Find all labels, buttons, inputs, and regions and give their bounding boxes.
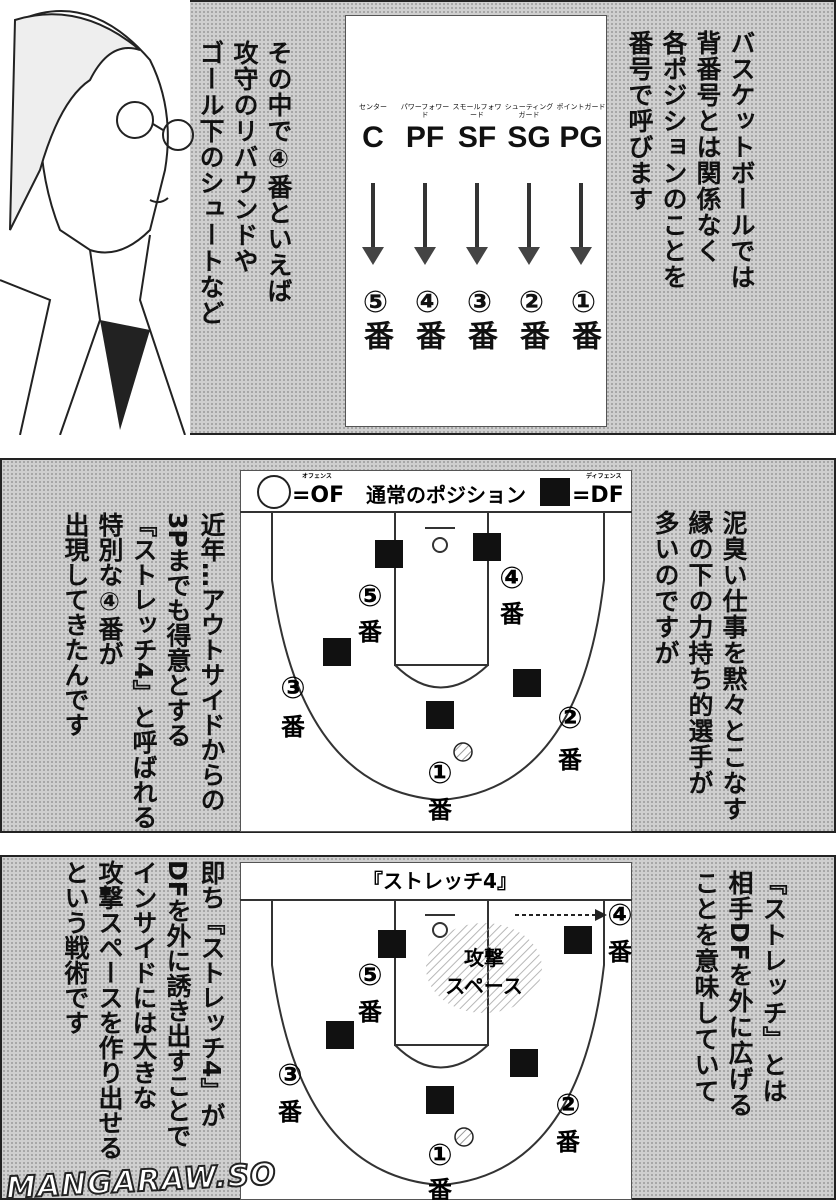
ban-label: 番: [499, 600, 525, 628]
panel-1-left-text: その中で④番といえば 攻守のリバウンドや ゴール下のシュートなど: [196, 40, 293, 326]
arrow-down-icon: [570, 183, 592, 265]
position-center: センター C ⑤番: [358, 103, 393, 350]
of-legend-label: =OF: [292, 483, 344, 508]
ban-label: 番: [555, 1128, 581, 1156]
player-2: ②: [555, 1088, 580, 1123]
defender-marker: [323, 638, 351, 666]
offense-players: ④ 番 ⑤ 番 ③ 番 ② 番 ① 番: [277, 898, 633, 1200]
arrow-down-icon: [518, 183, 540, 265]
attack-space-label: 攻撃: [464, 946, 504, 970]
hoop-icon: [432, 922, 448, 938]
offense-circle-icon: [257, 475, 291, 509]
arrow-down-icon: [414, 183, 436, 265]
ban-label: 番: [607, 938, 633, 966]
offense-players: ⑤ 番 ④ 番 ③ 番 ② 番 ① 番: [280, 561, 583, 824]
player-5: ⑤: [357, 958, 382, 993]
ban-label: 番: [280, 713, 306, 741]
df-legend-label: =DF: [572, 483, 624, 508]
ban-label: 番: [277, 1098, 303, 1126]
defender-marker: [426, 1086, 454, 1114]
legend-title: 通常のポジション: [366, 483, 526, 507]
ban-label: 番: [357, 998, 383, 1026]
stretch4-court: [240, 862, 632, 1200]
player-4: ④: [607, 898, 632, 933]
player-1: ①: [427, 756, 452, 791]
court-lines: [240, 899, 632, 1187]
defender-marker: [326, 1021, 354, 1049]
defense-square-icon: [540, 478, 570, 506]
position-small-forward: スモールフォワード SF ③番: [452, 103, 502, 350]
positions-chart: センター C ⑤番 パワーフォワード PF ④番 スモールフォワード SF ③番…: [345, 15, 607, 427]
court-title: 『ストレッチ4』: [363, 869, 517, 893]
position-shooting-guard: シューティングガード SG ②番: [504, 103, 554, 350]
player-5: ⑤: [357, 579, 382, 614]
panel-1-right-text: バスケットボールでは 背番号とは関係なく 各ポジションのことを 番号で呼びます: [625, 30, 756, 290]
of-ruby: オフェンス: [302, 473, 332, 480]
defender-marker: [378, 930, 406, 958]
arrow-head-icon: [595, 909, 607, 921]
attack-space-label: スペース: [445, 974, 523, 998]
panel-3-right-text: 『ストレッチ』とは 相手DFを外に広げる ことを意味していて: [691, 870, 788, 1118]
position-power-forward: パワーフォワード PF ④番: [400, 103, 450, 350]
defenders: [323, 533, 541, 729]
panel-3-left-text: 即ち『ストレッチ4』が DFを外に誘き出すことで インサイドには大きな 攻撃スペ…: [61, 860, 226, 1160]
player-4: ④: [499, 561, 524, 596]
player-3: ③: [280, 671, 305, 706]
position-point-guard: ポイントガード PG ①番: [556, 103, 606, 350]
character-illustration: [0, 0, 194, 435]
player-3: ③: [277, 1058, 302, 1093]
ban-label: 番: [427, 796, 453, 824]
defender-marker: [510, 1049, 538, 1077]
basketball-icon: [453, 742, 473, 762]
ban-label: 番: [427, 1176, 453, 1200]
attack-space-area: [426, 923, 542, 1013]
player-2: ②: [557, 701, 582, 736]
defender-marker: [473, 533, 501, 561]
normal-positions-court: [240, 470, 632, 832]
df-ruby: ディフェンス: [586, 472, 621, 480]
panel-2-right-text: 泥臭い仕事を黙々とこなす 縁の下の力持ち的選手が 多いのですが: [651, 510, 748, 822]
basketball-icon: [454, 1127, 474, 1147]
defenders: [326, 926, 592, 1114]
defender-marker: [426, 701, 454, 729]
court-lines: [240, 511, 632, 802]
arrow-down-icon: [466, 183, 488, 265]
ban-label: 番: [357, 618, 383, 646]
player-1: ①: [427, 1138, 452, 1173]
arrow-down-icon: [362, 183, 384, 265]
panel-2-left-text: 近年…アウトサイドからの 3Pまでも得意とする 『ストレッチ4』と呼ばれる 特別…: [61, 512, 226, 830]
defender-marker: [375, 540, 403, 568]
defender-marker: [564, 926, 592, 954]
hoop-icon: [432, 537, 448, 553]
defender-marker: [513, 669, 541, 697]
ban-label: 番: [557, 746, 583, 774]
